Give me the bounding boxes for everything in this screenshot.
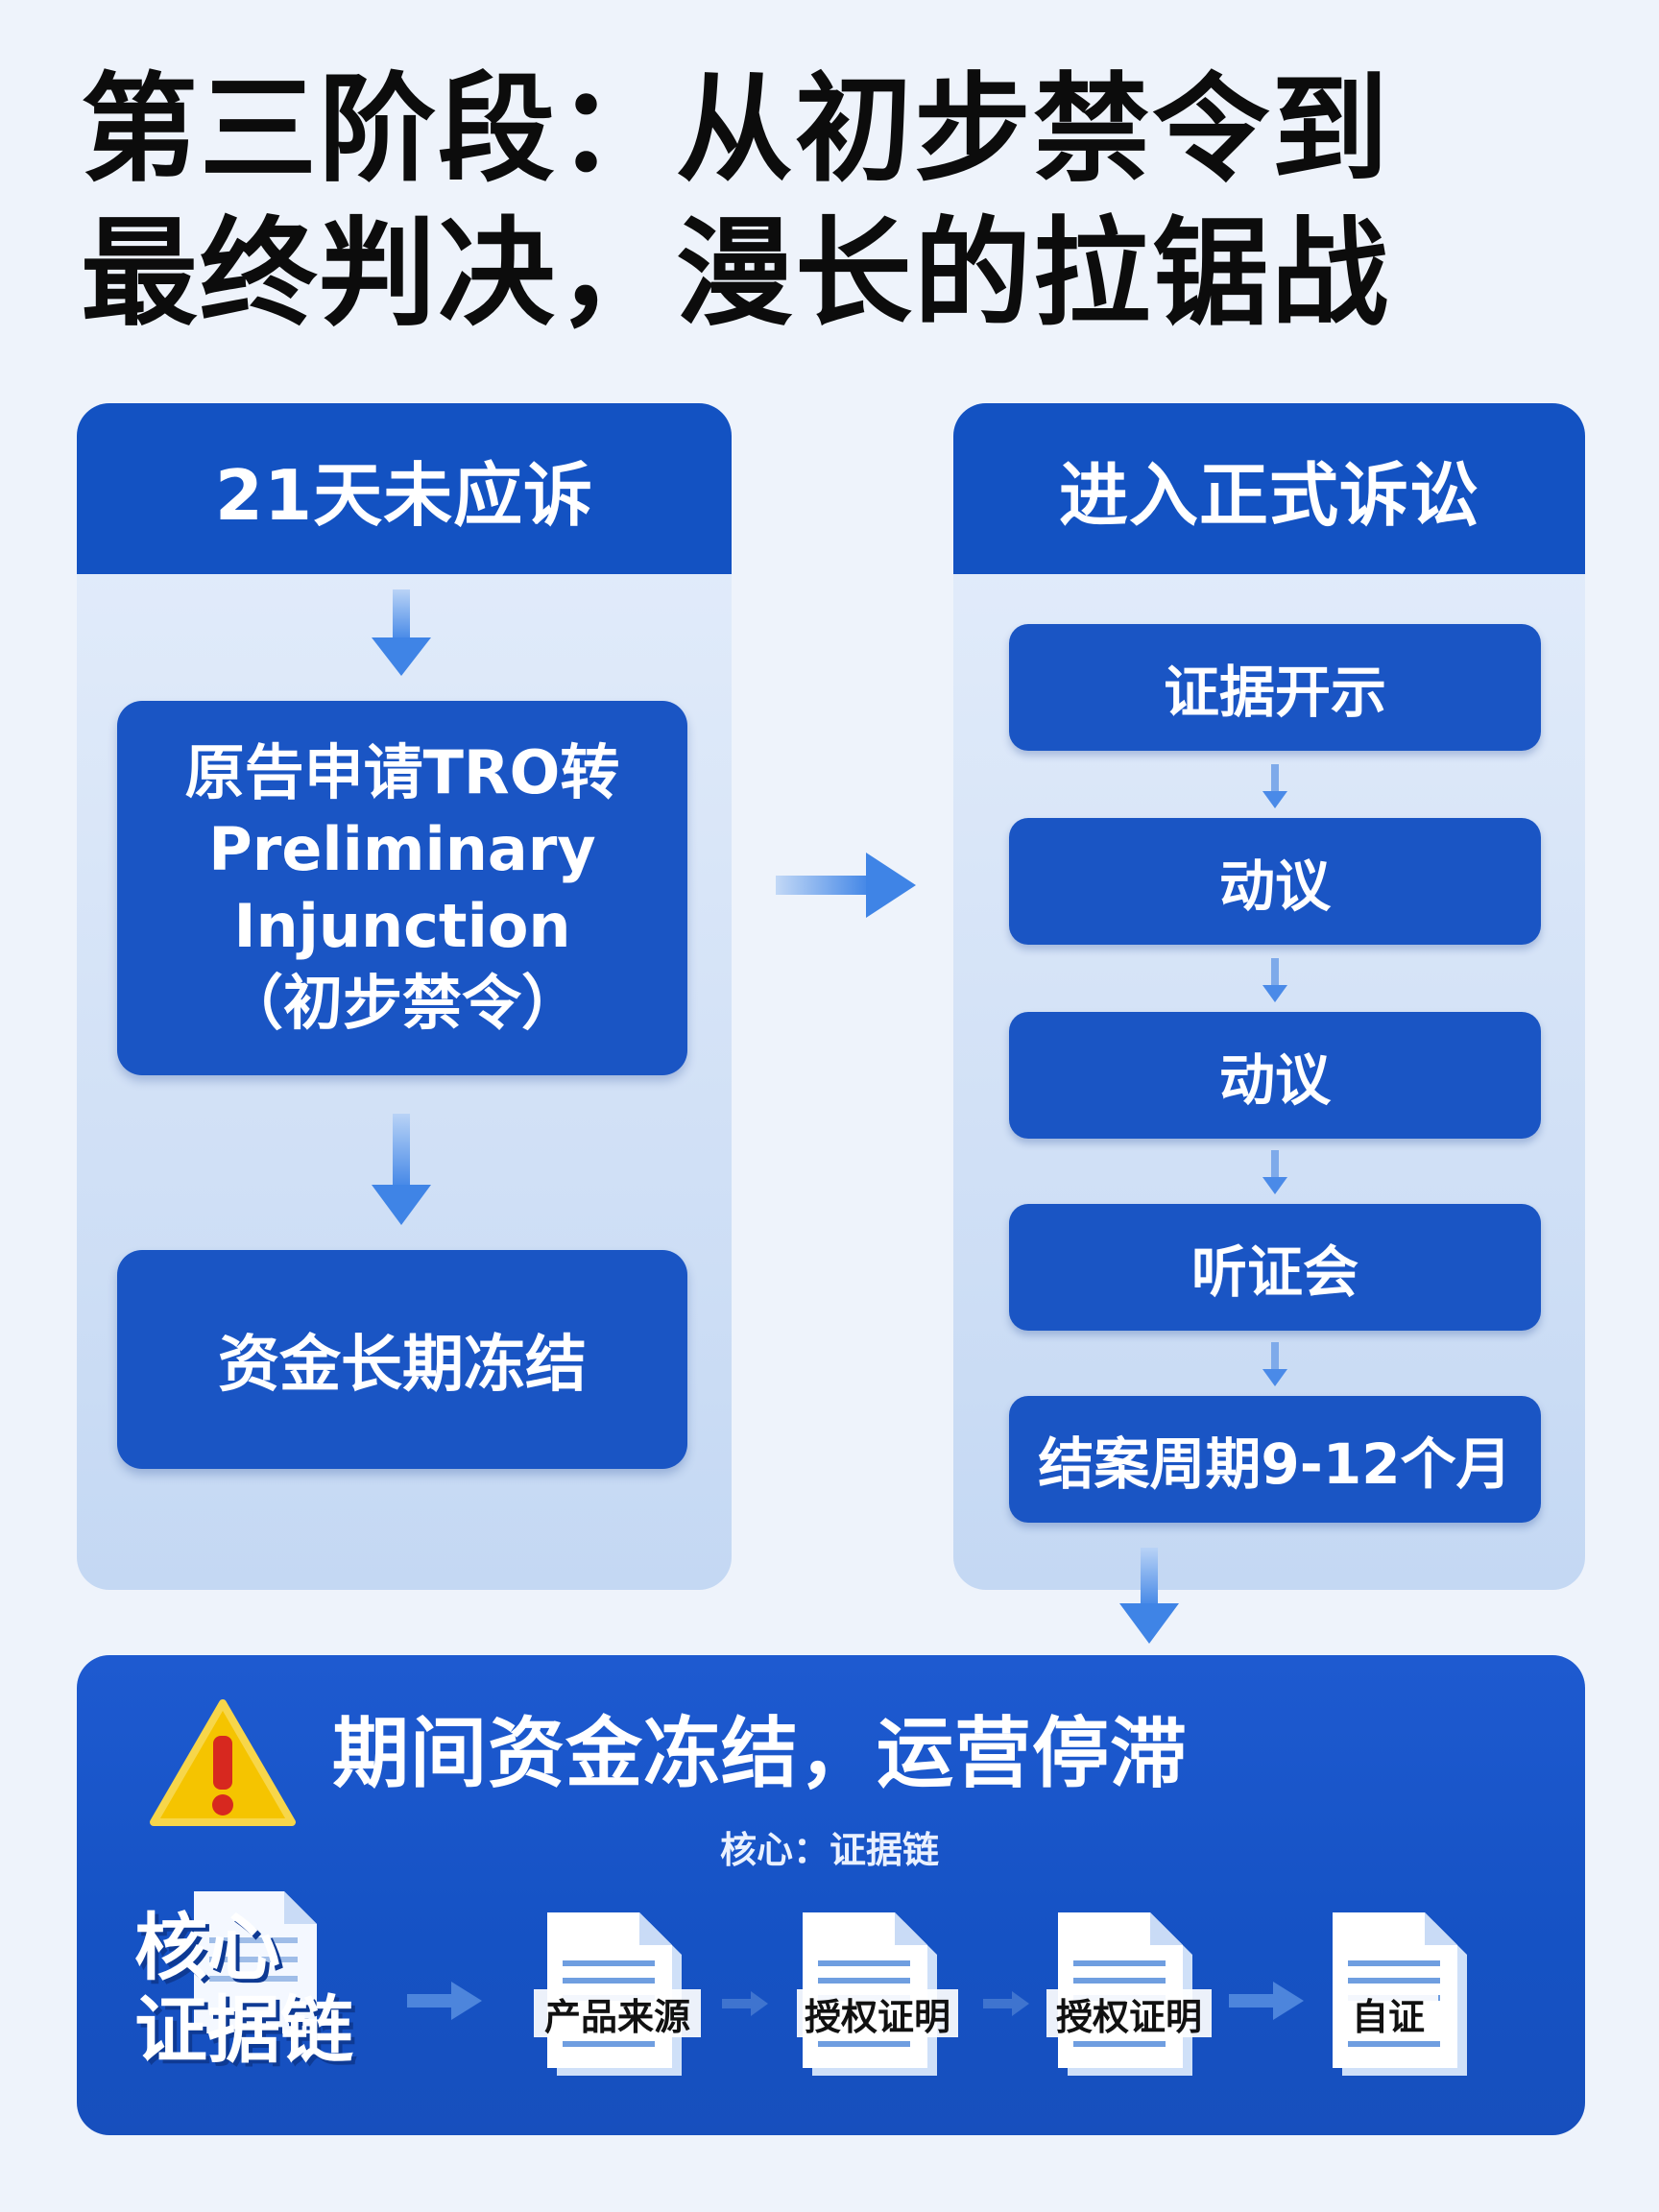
core-evidence-chain-label: 核心 证据链 [134, 1907, 353, 2072]
arrow-right-icon [407, 1982, 482, 2020]
tro-line-1: 原告申请TRO转 [184, 737, 620, 807]
right-panel-header: 进入正式诉讼 [953, 403, 1585, 574]
page-title: 第三阶段：从初步禁令到 最终判决，漫长的拉锯战 [81, 58, 1390, 346]
document-authorization-proof-2: 授权证明 [1046, 1989, 1212, 2038]
arrow-down-icon [1262, 958, 1287, 1002]
core-subtitle: 核心：证据链 [719, 1829, 939, 1871]
arrow-right-icon [983, 1991, 1029, 2016]
arrow-right-icon [776, 853, 916, 918]
arrow-down-icon [1262, 764, 1287, 808]
arrow-right-icon [1229, 1982, 1304, 2020]
core-label-line-2: 证据链 [134, 1987, 353, 2073]
right-panel: 进入正式诉讼 [953, 403, 1585, 1590]
arrow-down-icon [1262, 1150, 1287, 1194]
warning-title: 期间资金冻结，运营停滞 [332, 1709, 1188, 1798]
tro-line-4: （初步禁令） [223, 968, 581, 1038]
document-authorization-proof-1: 授权证明 [797, 1989, 958, 2038]
arrow-down-icon [1119, 1548, 1179, 1644]
title-line-1: 第三阶段：从初步禁令到 [81, 61, 1390, 198]
arrow-down-icon [372, 589, 431, 676]
document-self-proof: 自证 [1338, 1989, 1438, 2038]
step-evidence-discovery: 证据开示 [1009, 624, 1541, 751]
step-motion-1: 动议 [1009, 818, 1541, 945]
tro-line-2: Preliminary [208, 814, 596, 884]
tro-preliminary-injunction-box: 原告申请TRO转 Preliminary Injunction （初步禁令） [117, 701, 687, 1075]
left-panel-header: 21天未应诉 [77, 403, 732, 574]
document-product-source: 产品来源 [534, 1989, 701, 2038]
step-motion-2: 动议 [1009, 1012, 1541, 1139]
title-line-2: 最终判决，漫长的拉锯战 [81, 205, 1390, 342]
core-label-line-1: 核心 [134, 1905, 280, 1990]
step-case-cycle: 结案周期9-12个月 [1009, 1396, 1541, 1523]
arrow-down-icon [1262, 1342, 1287, 1386]
tro-line-3: Injunction [233, 891, 571, 961]
arrow-down-icon [372, 1114, 431, 1225]
warning-icon [150, 1699, 296, 1826]
document-icon [194, 1891, 317, 2033]
arrow-right-icon [722, 1991, 768, 2016]
step-hearing: 听证会 [1009, 1204, 1541, 1331]
funds-frozen-box: 资金长期冻结 [117, 1250, 687, 1469]
